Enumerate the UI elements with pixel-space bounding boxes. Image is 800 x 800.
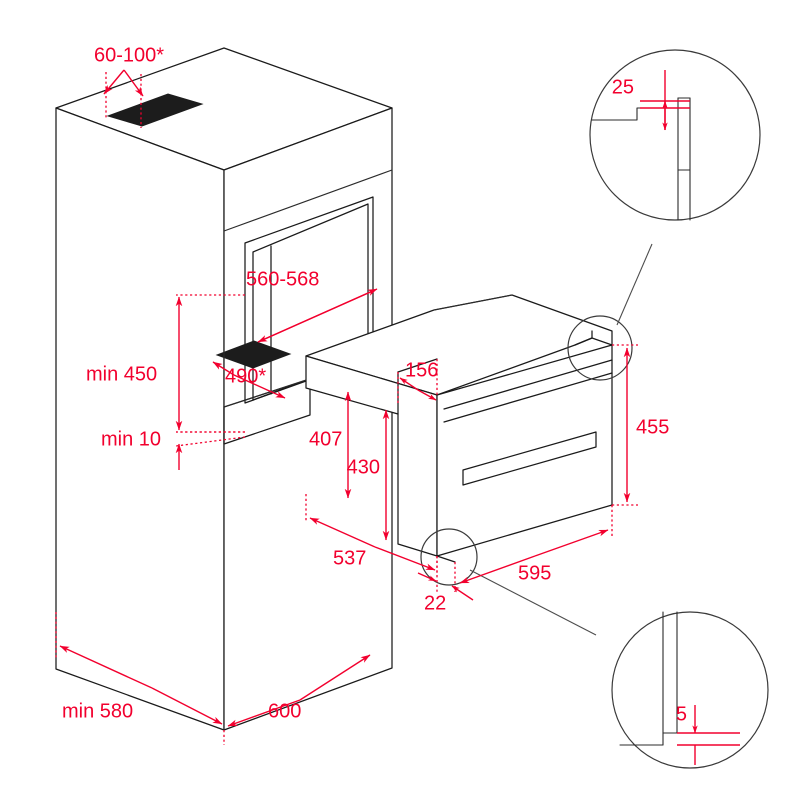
label-niche-depth: 490* <box>225 365 266 387</box>
detail-view-bottom-circle <box>611 611 769 769</box>
detail-top-profile <box>591 107 691 121</box>
dim-22-b <box>451 585 474 601</box>
leader-bottom-detail <box>469 569 597 636</box>
cabinet-shelf-edge-line <box>223 169 393 232</box>
dim-niche-depth-a <box>212 361 235 376</box>
niche-vent-slot <box>215 340 292 369</box>
label-min10: min 10 <box>101 428 161 450</box>
leader-top-detail <box>616 243 653 326</box>
dim-537-b <box>374 546 436 571</box>
detail-view-bottom: 5 <box>611 611 769 769</box>
cabinet-left-face <box>55 107 225 731</box>
detail-callouts: 25 5 <box>420 49 769 769</box>
label-niche-width: 560-568 <box>246 268 319 290</box>
shelf-guide-line <box>223 379 307 408</box>
label-600: 600 <box>268 700 301 722</box>
label-min450: min 450 <box>86 363 157 385</box>
ext-min10-a <box>175 436 246 447</box>
dim-600-b <box>299 654 371 701</box>
cabinet-body <box>55 47 393 731</box>
label-156: 156 <box>405 359 438 381</box>
dim-22-a <box>417 572 437 582</box>
detail-circle-top-oven <box>567 315 633 381</box>
oven-door-top-band <box>443 359 613 410</box>
dim-vent-a <box>103 69 125 95</box>
label-455: 455 <box>636 416 669 438</box>
label-407: 407 <box>309 428 342 450</box>
detail-top-dim-label: 25 <box>612 76 634 98</box>
oven-rear-lip <box>574 330 593 346</box>
label-430: 430 <box>347 456 380 478</box>
label-min580: min 580 <box>62 700 133 722</box>
detail-bottom-dim-label: 5 <box>676 703 687 725</box>
label-595: 595 <box>518 562 551 584</box>
cabinet-dimensions: 60-100* 560-568 min 450 490* min 10 min … <box>55 44 378 745</box>
dim-156-b <box>417 389 437 401</box>
oven-top-step-edge <box>397 358 438 373</box>
detail-view-top-circle <box>589 49 761 221</box>
dim-595-a <box>459 555 536 584</box>
detail-view-top: 25 <box>589 49 761 221</box>
dim-156-a <box>399 377 419 391</box>
detail-circle-bottom-oven <box>420 528 478 586</box>
label-vent: 60-100* <box>94 44 164 66</box>
oven-door-handle <box>462 431 597 486</box>
dim-600-a <box>227 699 301 727</box>
oven-body <box>305 294 613 563</box>
cabinet-right-face <box>223 107 393 731</box>
oven-dimensions: 156 407 430 455 537 595 22 <box>305 344 669 614</box>
top-vent-slot <box>106 93 204 127</box>
dim-min580-b <box>151 687 223 725</box>
oven-door-band-lower <box>443 372 613 423</box>
dim-niche-depth-b <box>233 374 286 399</box>
dim-vent-b <box>123 69 144 97</box>
label-22: 22 <box>424 592 446 614</box>
dim-595-b <box>534 529 609 557</box>
dim-niche-width-b <box>257 288 378 343</box>
oven-bottom-lip <box>436 555 456 563</box>
dim-537-a <box>309 517 376 548</box>
label-537: 537 <box>333 547 366 569</box>
oven-top-back-edge <box>433 294 513 311</box>
dim-min580-a <box>59 645 153 689</box>
